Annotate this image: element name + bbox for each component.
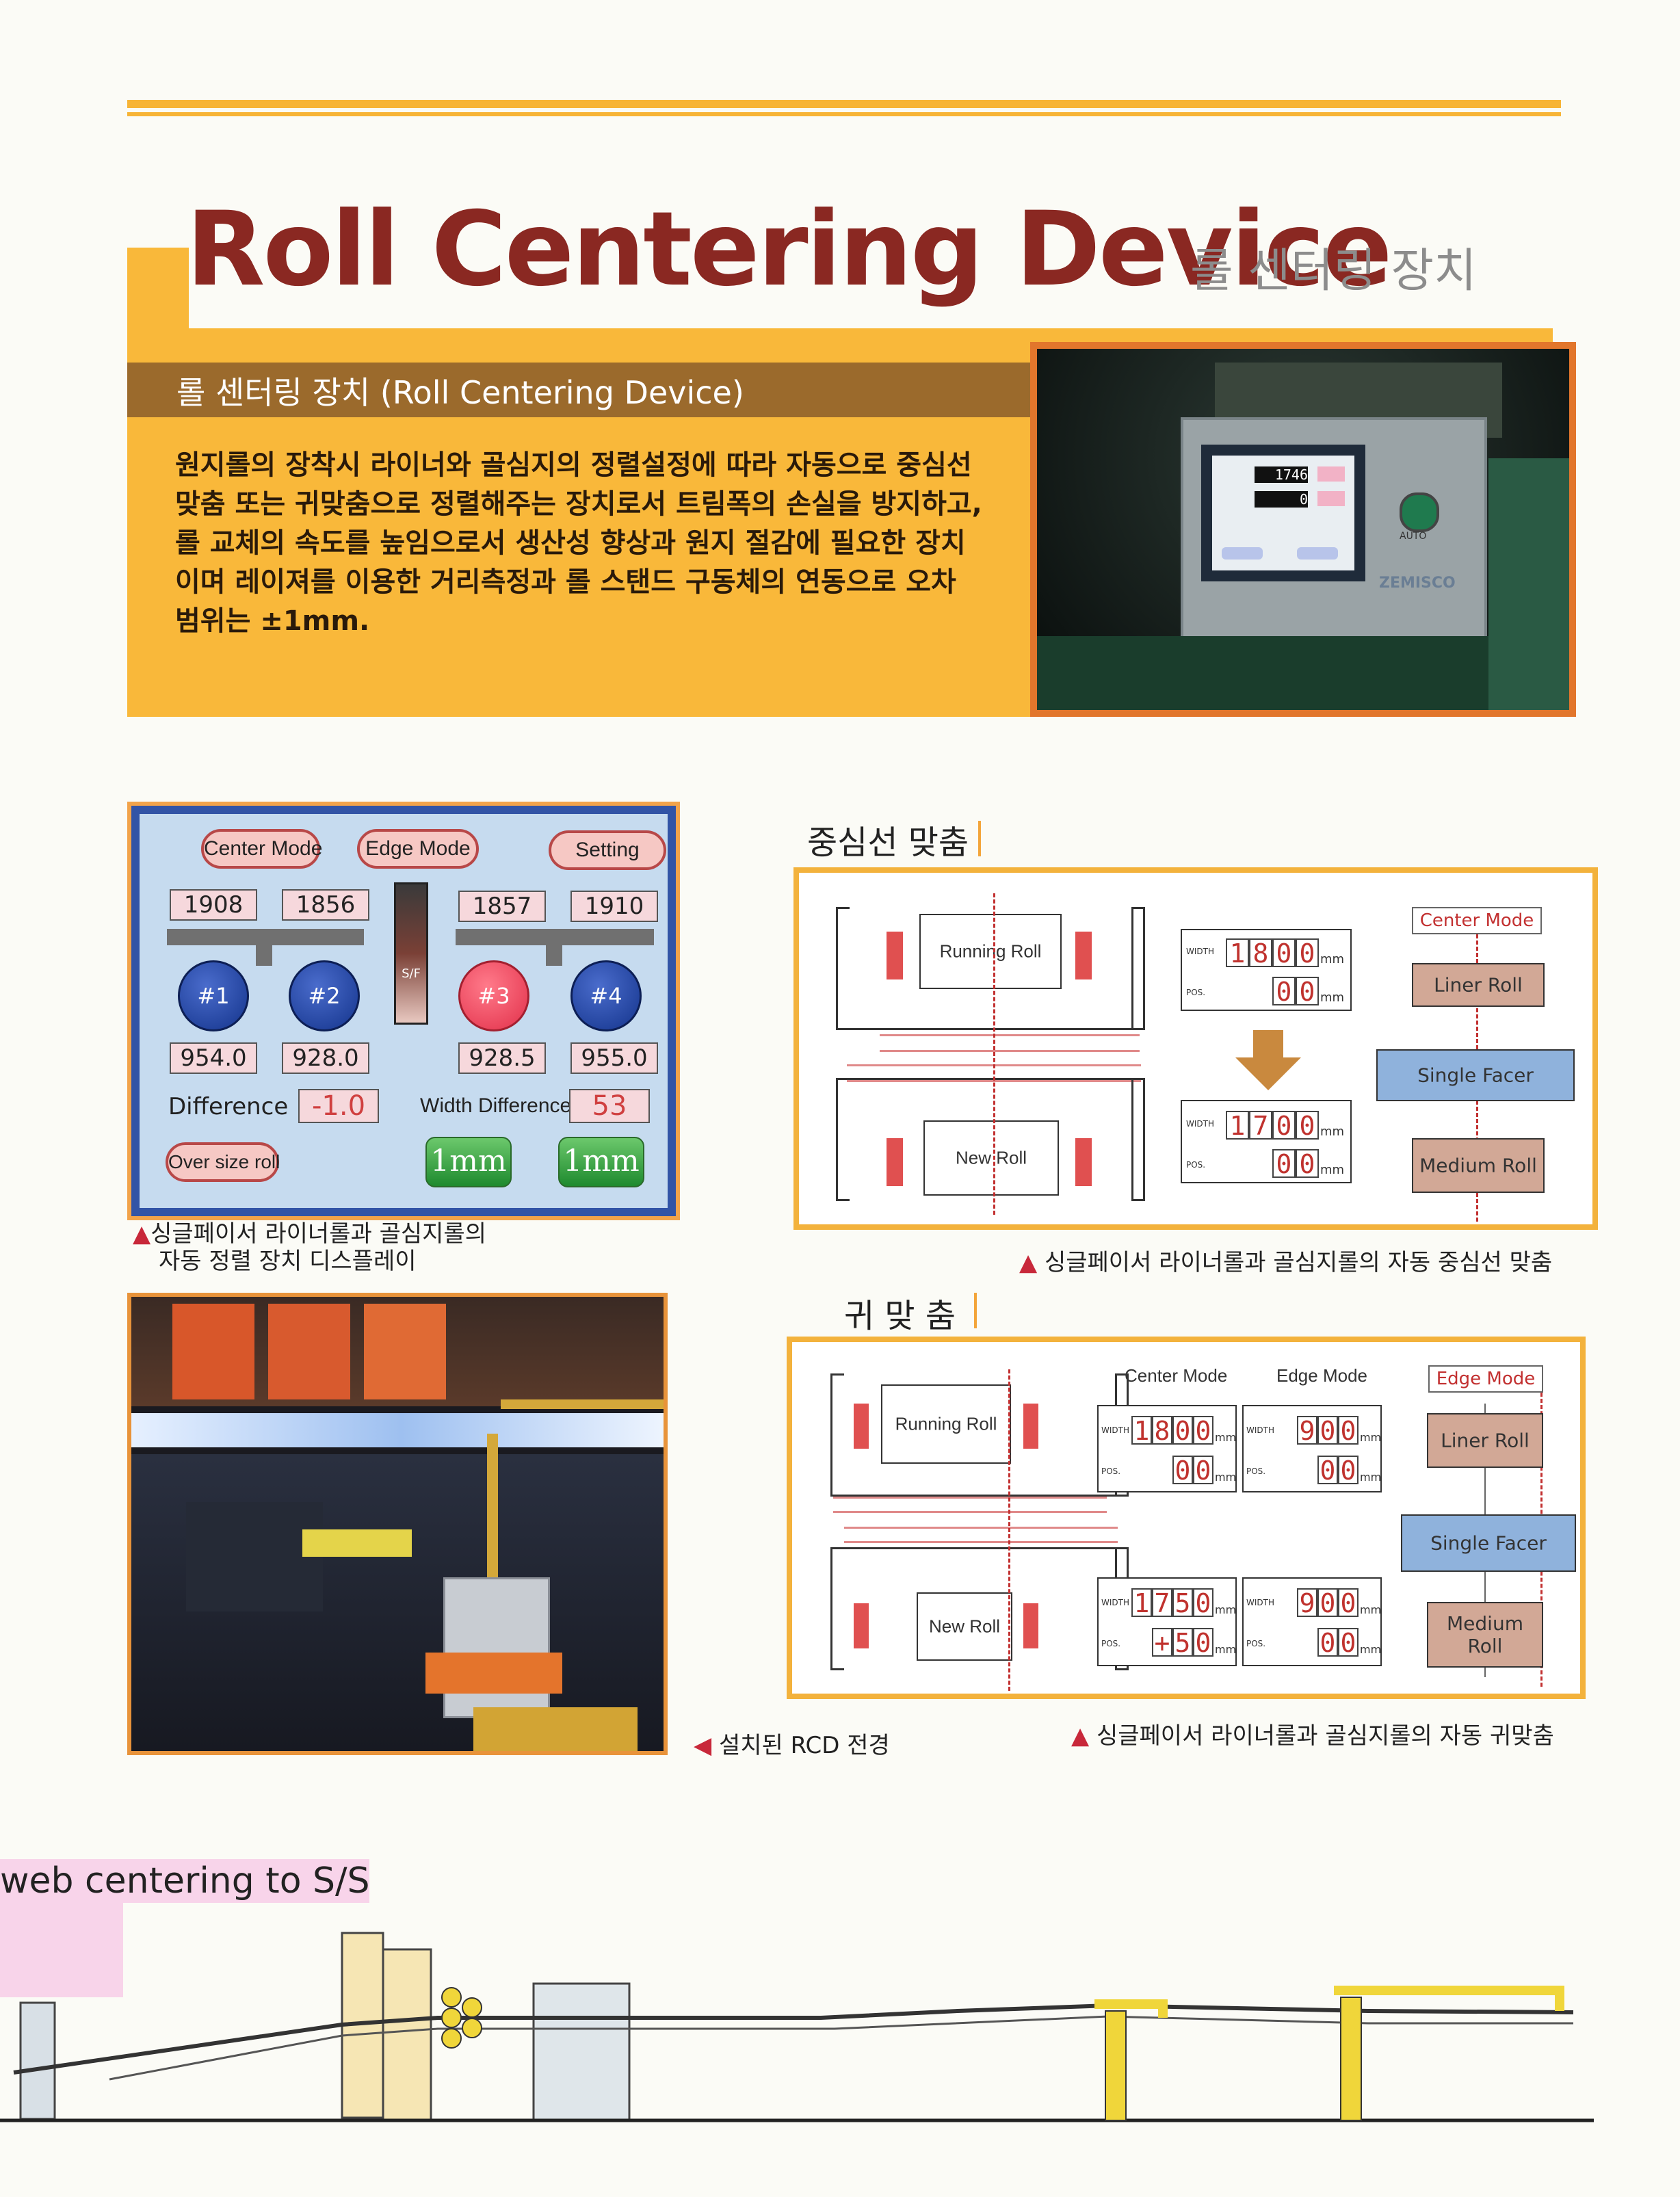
center-single-facer: Single Facer — [1376, 1049, 1575, 1101]
intro-line-3: 롤 교체의 속도를 높임으로서 생산성 향상과 원지 절감에 필요한 장치 — [175, 527, 966, 559]
sensor-gauge: S/F — [394, 882, 428, 1025]
intro-line-4: 이며 레이져를 이용한 거리측정과 롤 스탠드 구동체의 연동으로 오차 — [175, 566, 956, 598]
setting-button[interactable]: Setting — [549, 830, 666, 870]
intro-line-2: 맞춤 또는 귀맞춤으로 정렬해주는 장치로서 트림폭의 손실을 방지하고, — [175, 488, 982, 520]
page-title: Roll Centering Device — [186, 190, 1393, 309]
edge-title-rule — [974, 1293, 977, 1328]
center-liner-roll: Liner Roll — [1412, 963, 1545, 1007]
edge-running-roll: Running Roll — [881, 1384, 1011, 1464]
edge-edge-top-display: WIDTH POS. 9 0 0 mm 0 0 mm — [1242, 1405, 1382, 1492]
hmi-caption-line-2: 자동 정렬 장치 디스플레이 — [159, 1248, 417, 1275]
bottom-value-2: 928.0 — [282, 1042, 369, 1074]
intro-line-1: 원지롤의 장착시 라이너와 골심지의 정렬설정에 따라 자동으로 중심선 — [175, 449, 972, 481]
auto-label: AUTO — [1400, 531, 1427, 542]
install-caption: ◀ 설치된 RCD 전경 — [694, 1732, 890, 1759]
edge-mode-button[interactable]: Edge Mode — [357, 829, 479, 869]
zemisco-logo: ZEMISCO — [1379, 575, 1456, 592]
top-stripe-thin — [127, 112, 1561, 116]
edge-medium-roll: Medium Roll — [1427, 1602, 1543, 1668]
center-top-display: WIDTH POS. 1 8 0 0 mm 0 0 mm — [1181, 929, 1352, 1011]
top-value-1: 1908 — [170, 889, 257, 921]
difference-value: -1.0 — [298, 1089, 379, 1123]
hmi-caption-line-1: ▲싱글페이서 라이너롤과 골심지롤의 — [133, 1220, 486, 1248]
top-stripe-thick — [127, 100, 1561, 108]
step-1mm-button-2[interactable]: 1mm — [558, 1137, 644, 1187]
bottom-value-3: 928.5 — [458, 1042, 546, 1074]
edge-caption: ▲ 싱글페이서 라이너롤과 골심지롤의 자동 귀맞춤 — [1071, 1722, 1554, 1750]
bottom-value-1: 954.0 — [170, 1042, 257, 1074]
center-bottom-display: WIDTH POS. 1 7 0 0 mm 0 0 mm — [1181, 1100, 1352, 1183]
top-value-3: 1857 — [458, 891, 546, 922]
center-line — [993, 893, 995, 1215]
intro-heading: 롤 센터링 장치 (Roll Centering Device) — [176, 374, 744, 411]
center-caption: ▲ 싱글페이서 라이너롤과 골심지롤의 자동 중심선 맞춤 — [1019, 1249, 1553, 1276]
intro-heading-bar — [127, 363, 1032, 417]
center-section-title: 중심선 맞춤 — [807, 824, 969, 862]
difference-label: Difference — [168, 1093, 289, 1120]
edge-line — [1008, 1369, 1010, 1691]
center-running-roll: Running Roll — [919, 914, 1062, 989]
caption-triangle-icon: ▲ — [133, 1220, 151, 1248]
center-alignment-panel: Running Roll New Roll WIDTH POS. 1 8 0 0… — [793, 867, 1598, 1230]
edge-center-top-display: WIDTH POS. 1 8 0 0 mm 0 0 mm — [1097, 1405, 1237, 1492]
web-centering-label: web centering to S/S — [0, 1859, 370, 1903]
step-1mm-button-1[interactable]: 1mm — [425, 1137, 512, 1187]
corrugator-line-drawing — [0, 1902, 1594, 2122]
edge-edge-mode-label: Edge Mode — [1276, 1365, 1367, 1386]
panel-width-readout: 1746 — [1255, 466, 1308, 483]
roll-4[interactable]: #4 — [570, 960, 642, 1031]
hmi-display: Center Mode Edge Mode Setting 1908 1856 … — [127, 802, 680, 1220]
control-box-icon — [443, 1577, 550, 1718]
edge-mode-tag: Edge Mode — [1428, 1365, 1543, 1393]
center-title-rule — [978, 821, 981, 856]
edge-new-roll: New Roll — [917, 1592, 1012, 1661]
center-mode-tag: Center Mode — [1412, 907, 1542, 934]
top-value-2: 1856 — [282, 889, 369, 921]
panel-pos-readout: 0 — [1255, 491, 1308, 508]
roll-2[interactable]: #2 — [289, 960, 360, 1031]
edge-section-title: 귀 맞 춤 — [844, 1297, 956, 1335]
green-button-icon — [1400, 492, 1439, 532]
sensor-label: S/F — [402, 966, 421, 981]
edge-liner-roll: Liner Roll — [1427, 1413, 1543, 1468]
width-difference-label: Width Difference — [420, 1094, 572, 1117]
center-mode-button[interactable]: Center Mode — [201, 829, 322, 869]
edge-alignment-panel: Running Roll New Roll Center Mode Edge M… — [787, 1337, 1586, 1699]
center-new-roll: New Roll — [923, 1120, 1059, 1196]
page-subtitle: 롤 센터링 장치 — [1190, 244, 1477, 298]
width-difference-value: 53 — [569, 1089, 650, 1123]
intro-description: 원지롤의 장착시 라이너와 골심지의 정렬설정에 따라 자동으로 중심선 맞춤 … — [175, 446, 1003, 641]
center-medium-roll: Medium Roll — [1412, 1138, 1545, 1193]
installed-rcd-photo — [127, 1293, 668, 1755]
down-arrow-icon — [1235, 1030, 1301, 1090]
bottom-value-4: 955.0 — [570, 1042, 658, 1074]
control-panel-photo: 1746 0 AUTO ZEMISCO — [1030, 342, 1576, 717]
top-value-4: 1910 — [570, 891, 658, 922]
roll-1[interactable]: #1 — [178, 960, 249, 1031]
intro-line-5: 범위는 ±1mm. — [175, 605, 370, 637]
edge-center-bottom-display: WIDTH POS. 1 7 5 0 mm + 5 0 mm — [1097, 1577, 1237, 1666]
oversize-roll-button[interactable]: Over size roll — [166, 1142, 280, 1182]
title-corner-mark — [127, 248, 189, 330]
edge-single-facer: Single Facer — [1401, 1514, 1576, 1572]
roll-3[interactable]: #3 — [458, 960, 529, 1031]
edge-center-mode-label: Center Mode — [1125, 1365, 1228, 1386]
edge-edge-bottom-display: WIDTH POS. 9 0 0 mm 0 0 mm — [1242, 1577, 1382, 1666]
